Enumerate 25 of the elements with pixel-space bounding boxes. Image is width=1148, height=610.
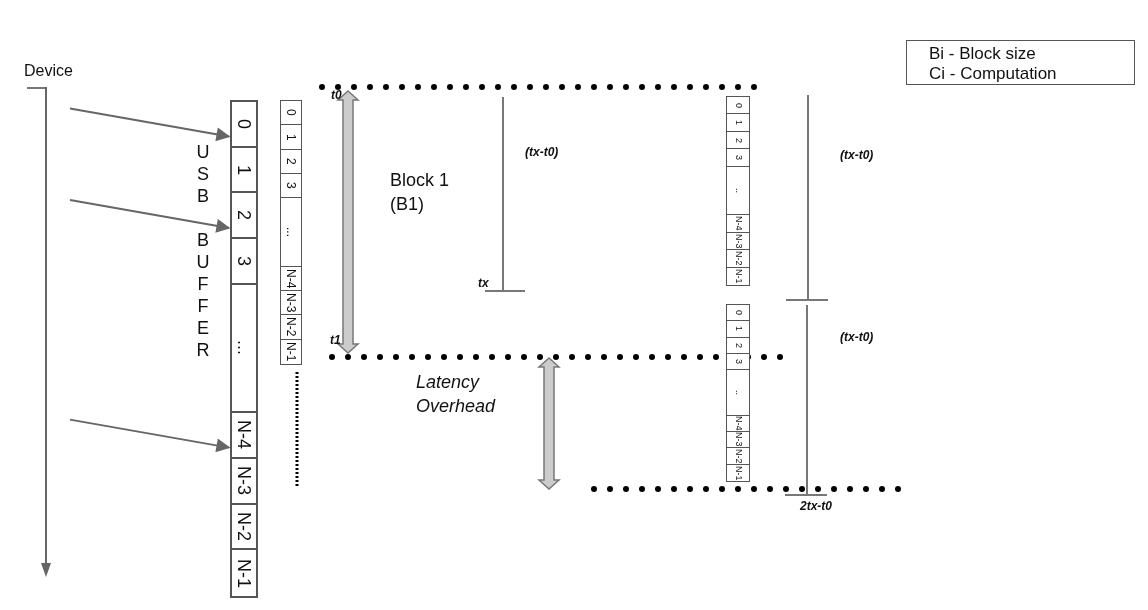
time-label: tx bbox=[478, 276, 489, 290]
interval-label: (tx-t0) bbox=[840, 148, 874, 162]
buffer-caption: USB BUFFER bbox=[194, 142, 212, 362]
buffer-slot: N-2 bbox=[727, 448, 749, 465]
buffer-slot: N-4 bbox=[727, 215, 749, 233]
device-label: Device bbox=[24, 62, 73, 80]
arrow bbox=[69, 418, 231, 453]
buffer-column bbox=[726, 96, 750, 286]
arrow bbox=[69, 199, 231, 233]
interval-label: (tx-t0) bbox=[840, 330, 874, 344]
time-label: t0 bbox=[331, 88, 342, 102]
buffer-column bbox=[726, 304, 750, 482]
arrow bbox=[69, 107, 231, 142]
buffer-slot: N-3 bbox=[727, 432, 749, 449]
buffer-slot: N-2 bbox=[281, 315, 301, 340]
buffer-column bbox=[280, 100, 302, 365]
interval-label: (tx-t0) bbox=[525, 145, 559, 159]
buffer-slot: N-2 bbox=[727, 250, 749, 268]
key-text: Ci - Computation bbox=[929, 64, 1058, 84]
buffer-column bbox=[230, 100, 258, 598]
key-text: Bi - Block size bbox=[929, 44, 1037, 64]
block-label: Block 1 (B1) bbox=[390, 169, 451, 217]
interval-label: 2tx-t0 bbox=[800, 499, 832, 513]
time-label: t1 bbox=[330, 333, 341, 347]
latency-label: Latency Overhead bbox=[416, 371, 497, 419]
